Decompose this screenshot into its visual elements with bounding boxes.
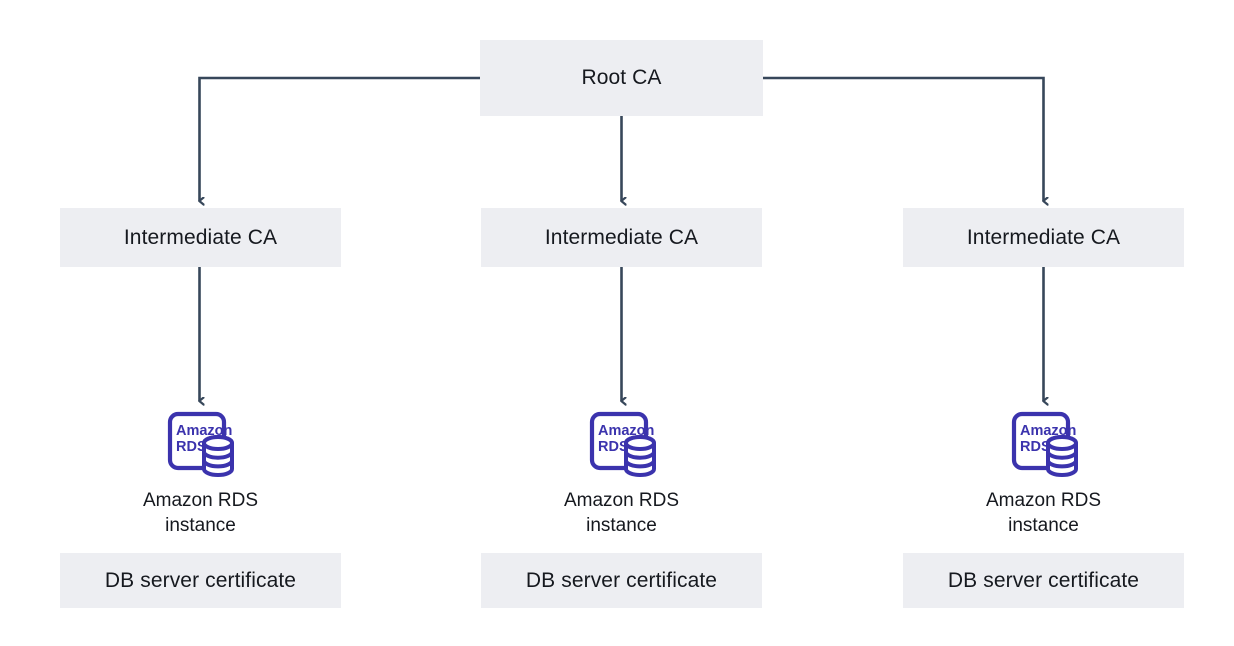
rds-caption-line-2: instance [165, 515, 236, 536]
connector-root-to-intermediate-right [763, 76, 1044, 201]
rds-icon-text-amazon: Amazon [1020, 423, 1076, 439]
intermediate-ca-label: Intermediate CA [544, 225, 699, 249]
rds-icon-text-rds: RDS [176, 439, 207, 455]
rds-icon-text-rds: RDS [598, 439, 629, 455]
amazon-rds-icon: Amazon RDS [589, 411, 656, 477]
connector-root-to-intermediate-left [198, 76, 480, 201]
db-server-certificate-label: DB server certificate [525, 568, 718, 592]
database-cylinder-icon [624, 435, 656, 477]
rds-caption-line-1: Amazon RDS [142, 490, 259, 511]
root-ca-box: Root CA [480, 40, 763, 116]
intermediate-ca-label: Intermediate CA [966, 225, 1121, 249]
intermediate-ca-label: Intermediate CA [123, 225, 278, 249]
db-server-certificate-label: DB server certificate [104, 568, 297, 592]
db-server-certificate-label: DB server certificate [947, 568, 1140, 592]
root-ca-label: Root CA [581, 66, 662, 90]
rds-instance-caption-1: Amazon RDS instance [60, 488, 341, 538]
rds-instance-caption-2: Amazon RDS instance [481, 488, 762, 538]
intermediate-ca-box-1: Intermediate CA [60, 208, 341, 267]
rds-caption-line-1: Amazon RDS [563, 490, 680, 511]
amazon-rds-icon: Amazon RDS [1011, 411, 1078, 477]
rds-icon-text-amazon: Amazon [176, 423, 232, 439]
intermediate-ca-box-3: Intermediate CA [903, 208, 1184, 267]
rds-caption-line-2: instance [1008, 515, 1079, 536]
database-cylinder-icon [1046, 435, 1078, 477]
db-server-certificate-box-3: DB server certificate [903, 553, 1184, 608]
intermediate-ca-box-2: Intermediate CA [481, 208, 762, 267]
rds-caption-line-2: instance [586, 515, 657, 536]
rds-icon-text-rds: RDS [1020, 439, 1051, 455]
rds-caption-line-1: Amazon RDS [985, 490, 1102, 511]
db-server-certificate-box-2: DB server certificate [481, 553, 762, 608]
rds-instance-caption-3: Amazon RDS instance [903, 488, 1184, 538]
amazon-rds-icon: Amazon RDS [167, 411, 234, 477]
database-cylinder-icon [202, 435, 234, 477]
rds-icon-text-amazon: Amazon [598, 423, 654, 439]
db-server-certificate-box-1: DB server certificate [60, 553, 341, 608]
